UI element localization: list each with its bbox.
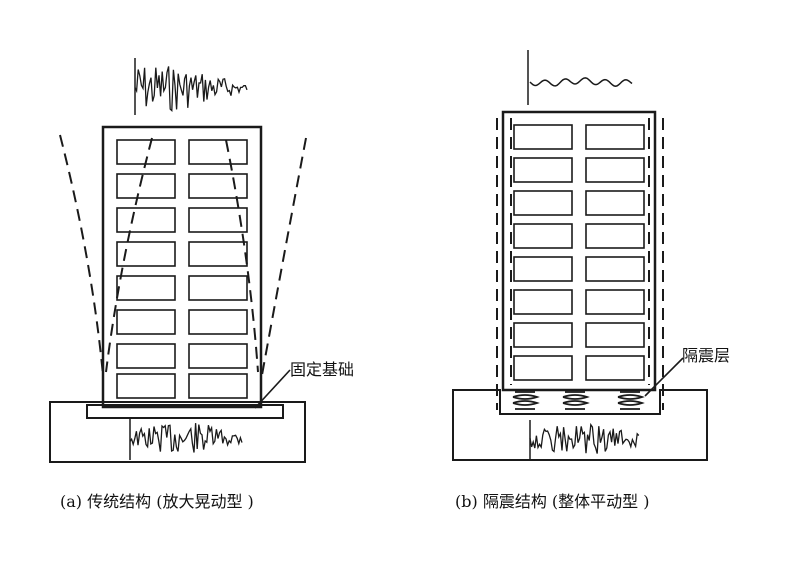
caption-b: (b) 隔震结构 (整体平动型 ) (455, 492, 650, 511)
isolation-bearing-1 (512, 391, 540, 410)
fixed-foundation-slab (86, 404, 284, 419)
translation-dashed-lines (496, 118, 664, 410)
seismic-wave-top-b (529, 77, 633, 87)
seismic-wave-top-a (134, 66, 248, 113)
isolation-layer-label: 隔震层 (682, 346, 731, 365)
isolation-bearings (512, 391, 645, 410)
isolation-leader-line (644, 357, 684, 397)
panel-a-traditional-structure (49, 58, 307, 463)
building-a-windows (116, 139, 248, 399)
building-a-frame (101, 125, 263, 409)
isolation-bearing-3 (617, 391, 645, 410)
seismic-wave-bottom-a (129, 423, 243, 453)
building-b-windows (513, 124, 645, 381)
ground-block-b (452, 389, 708, 461)
seismic-wave-bottom-b (529, 422, 640, 454)
fixed-foundation-label: 固定基础 (290, 360, 355, 379)
caption-a: (a) 传统结构 (放大晃动型 ) (60, 492, 254, 511)
foundation-leader-line (254, 369, 291, 409)
sway-dashed-lines (59, 134, 307, 376)
building-b-frame (501, 110, 657, 392)
ground-block-a (49, 401, 306, 463)
isolation-bearing-2 (562, 391, 590, 410)
panel-b-isolated-structure (452, 50, 708, 461)
